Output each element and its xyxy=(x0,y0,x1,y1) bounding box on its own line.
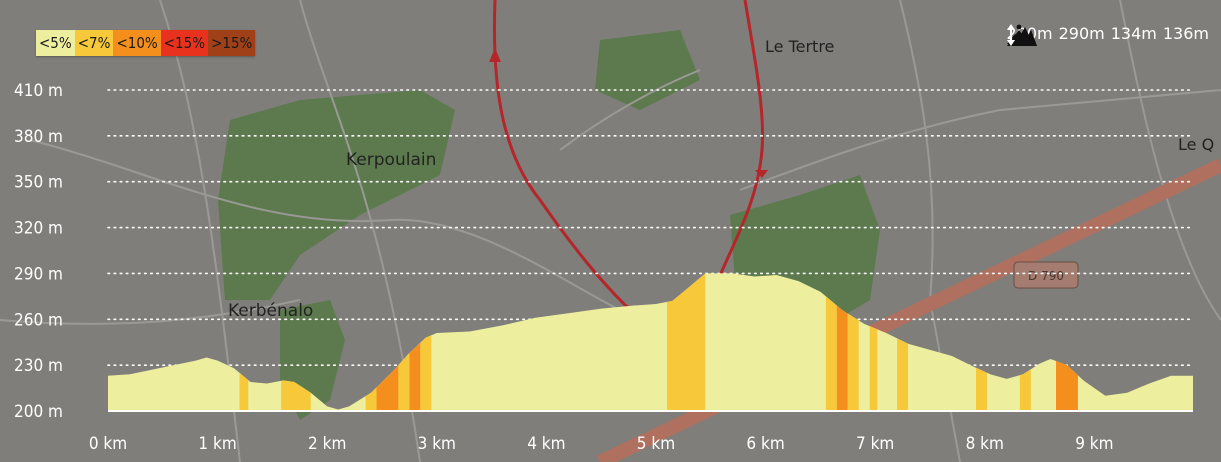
x-tick-label: 3 km xyxy=(418,434,456,454)
road-sign: D 790 xyxy=(1013,261,1079,289)
stat-descent: 136m xyxy=(1006,24,1209,46)
ascent-value: 134m xyxy=(1110,24,1157,43)
grade-segment xyxy=(398,273,410,411)
minor-road xyxy=(1119,0,1221,321)
forest-area xyxy=(218,90,455,300)
grade-segment xyxy=(976,273,987,411)
minor-road xyxy=(559,69,701,151)
y-tick-label: 290 m xyxy=(14,264,63,284)
y-tick-label: 230 m xyxy=(14,356,63,376)
route-direction-arrow xyxy=(489,48,501,62)
y-tick-label: 410 m xyxy=(14,81,63,101)
x-tick-label: 6 km xyxy=(746,434,784,454)
grade-segment xyxy=(869,273,878,411)
y-tick-label: 200 m xyxy=(14,402,63,422)
max-elevation-value: 290m xyxy=(1058,24,1105,43)
map-label-d790: D 790 xyxy=(1028,269,1064,283)
minor-road xyxy=(0,299,301,325)
minor-road xyxy=(899,0,961,462)
x-tick-label: 5 km xyxy=(637,434,675,454)
grade-segment xyxy=(239,273,249,411)
legend-item: <5% xyxy=(36,30,75,56)
grade-segment xyxy=(281,273,311,411)
minor-road xyxy=(29,139,621,311)
route-direction-arrow xyxy=(755,170,768,178)
grade-segment xyxy=(420,273,432,411)
legend-item: <10% xyxy=(113,30,161,56)
y-axis-labels: 200 m 230 m 260 m 290 m 320 m 350 m 380 m 410 m xyxy=(14,81,63,422)
x-tick-label: 8 km xyxy=(966,434,1004,454)
stat-ascent: 134m xyxy=(1006,24,1157,46)
legend-item: >15% xyxy=(208,30,256,56)
chart-area xyxy=(108,273,1193,412)
map-label-kerbenalo: Kerbénalo xyxy=(228,301,313,321)
map-label-le-q: Le Q xyxy=(1178,135,1214,154)
stat-max-elevation: 290m xyxy=(1006,24,1105,46)
map-label-kerpoulain: Kerpoulain xyxy=(346,150,436,170)
x-tick-label: 2 km xyxy=(308,434,346,454)
route-path xyxy=(716,0,765,281)
grade-segment xyxy=(365,273,377,411)
descent-icon xyxy=(1006,26,1037,46)
grade-segment xyxy=(847,273,859,411)
grade-segment xyxy=(666,273,706,411)
y-tick-label: 350 m xyxy=(14,173,63,193)
y-tick-label: 320 m xyxy=(14,219,63,239)
grade-segment xyxy=(376,273,399,411)
minor-road xyxy=(739,89,1221,191)
descent-value: 136m xyxy=(1162,24,1209,43)
x-tick-label: 1 km xyxy=(198,434,236,454)
x-tick-label: 4 km xyxy=(527,434,565,454)
grade-segment xyxy=(836,273,848,411)
slope-legend: <5% <7% <10% <15% >15% xyxy=(36,30,256,56)
map-label-le-tertre: Le Tertre xyxy=(765,37,834,56)
main-road xyxy=(596,158,1221,462)
legend-item: <15% xyxy=(160,30,209,56)
grade-segment xyxy=(825,273,837,411)
grade-segment xyxy=(1019,273,1031,411)
x-tick-label: 7 km xyxy=(856,434,894,454)
x-tick-label: 0 km xyxy=(89,434,127,454)
grade-segment xyxy=(409,273,421,411)
grade-segment xyxy=(897,273,909,411)
elevation-area xyxy=(108,273,1193,411)
legend-item: <7% xyxy=(74,30,114,56)
y-tick-label: 260 m xyxy=(14,310,63,330)
x-axis-labels: 0 km 1 km 2 km 3 km 4 km 5 km 6 km 7 km 8 km 9 km xyxy=(89,434,1114,454)
grade-segment xyxy=(1056,273,1078,411)
y-tick-label: 380 m xyxy=(14,127,63,147)
x-tick-label: 9 km xyxy=(1075,434,1113,454)
